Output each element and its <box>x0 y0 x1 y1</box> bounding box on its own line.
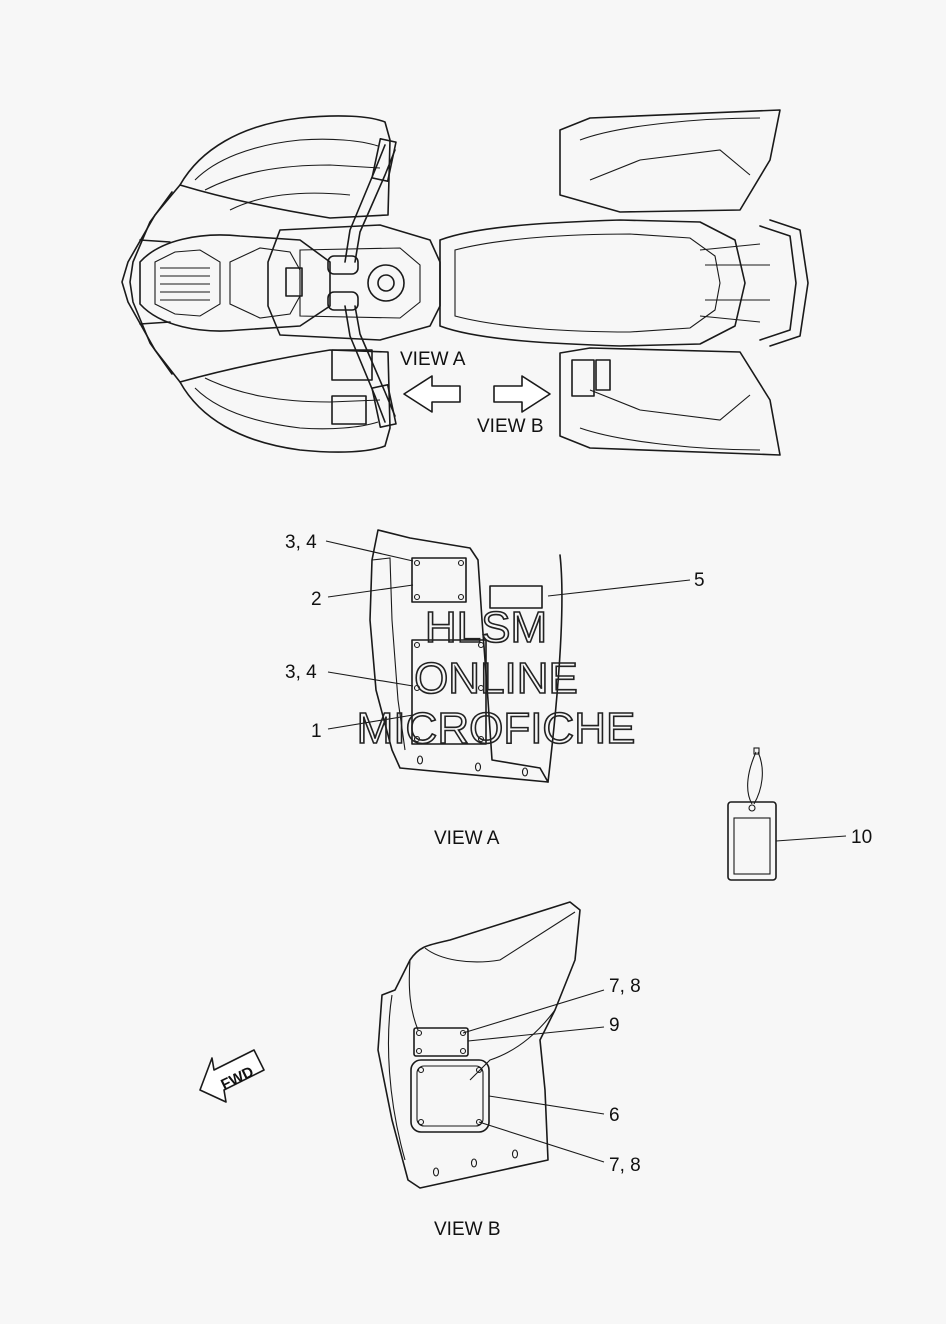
view-a-panel <box>325 529 691 783</box>
callout-7-8-bot: 7, 8 <box>609 1155 641 1176</box>
callout-2: 2 <box>311 589 322 610</box>
watermark-line-3: MICROFICHE <box>357 704 636 753</box>
watermark-line-2: ONLINE <box>414 654 578 703</box>
watermark-line-1: HLSM <box>425 603 547 652</box>
callout-3-4-mid: 3, 4 <box>285 662 317 683</box>
callout-7-8-top: 7, 8 <box>609 976 641 997</box>
view-b-arrow-label: VIEW B <box>477 416 544 437</box>
callout-9: 9 <box>609 1015 620 1036</box>
view-a-arrow-icon <box>403 375 461 413</box>
callout-6: 6 <box>609 1105 620 1126</box>
hang-tag-icon <box>727 747 847 881</box>
callout-5: 5 <box>694 570 705 591</box>
atv-top-view <box>121 109 809 456</box>
callout-3-4-top: 3, 4 <box>285 532 317 553</box>
view-a-arrow-label: VIEW A <box>400 349 466 370</box>
view-b-arrow-icon <box>493 375 551 413</box>
fwd-arrow-icon: FWD <box>199 1049 265 1103</box>
callout-1: 1 <box>311 721 322 742</box>
view-a-caption: VIEW A <box>434 828 500 849</box>
callout-10: 10 <box>851 827 872 848</box>
view-b-panel <box>377 901 605 1189</box>
view-b-caption: VIEW B <box>434 1219 501 1240</box>
